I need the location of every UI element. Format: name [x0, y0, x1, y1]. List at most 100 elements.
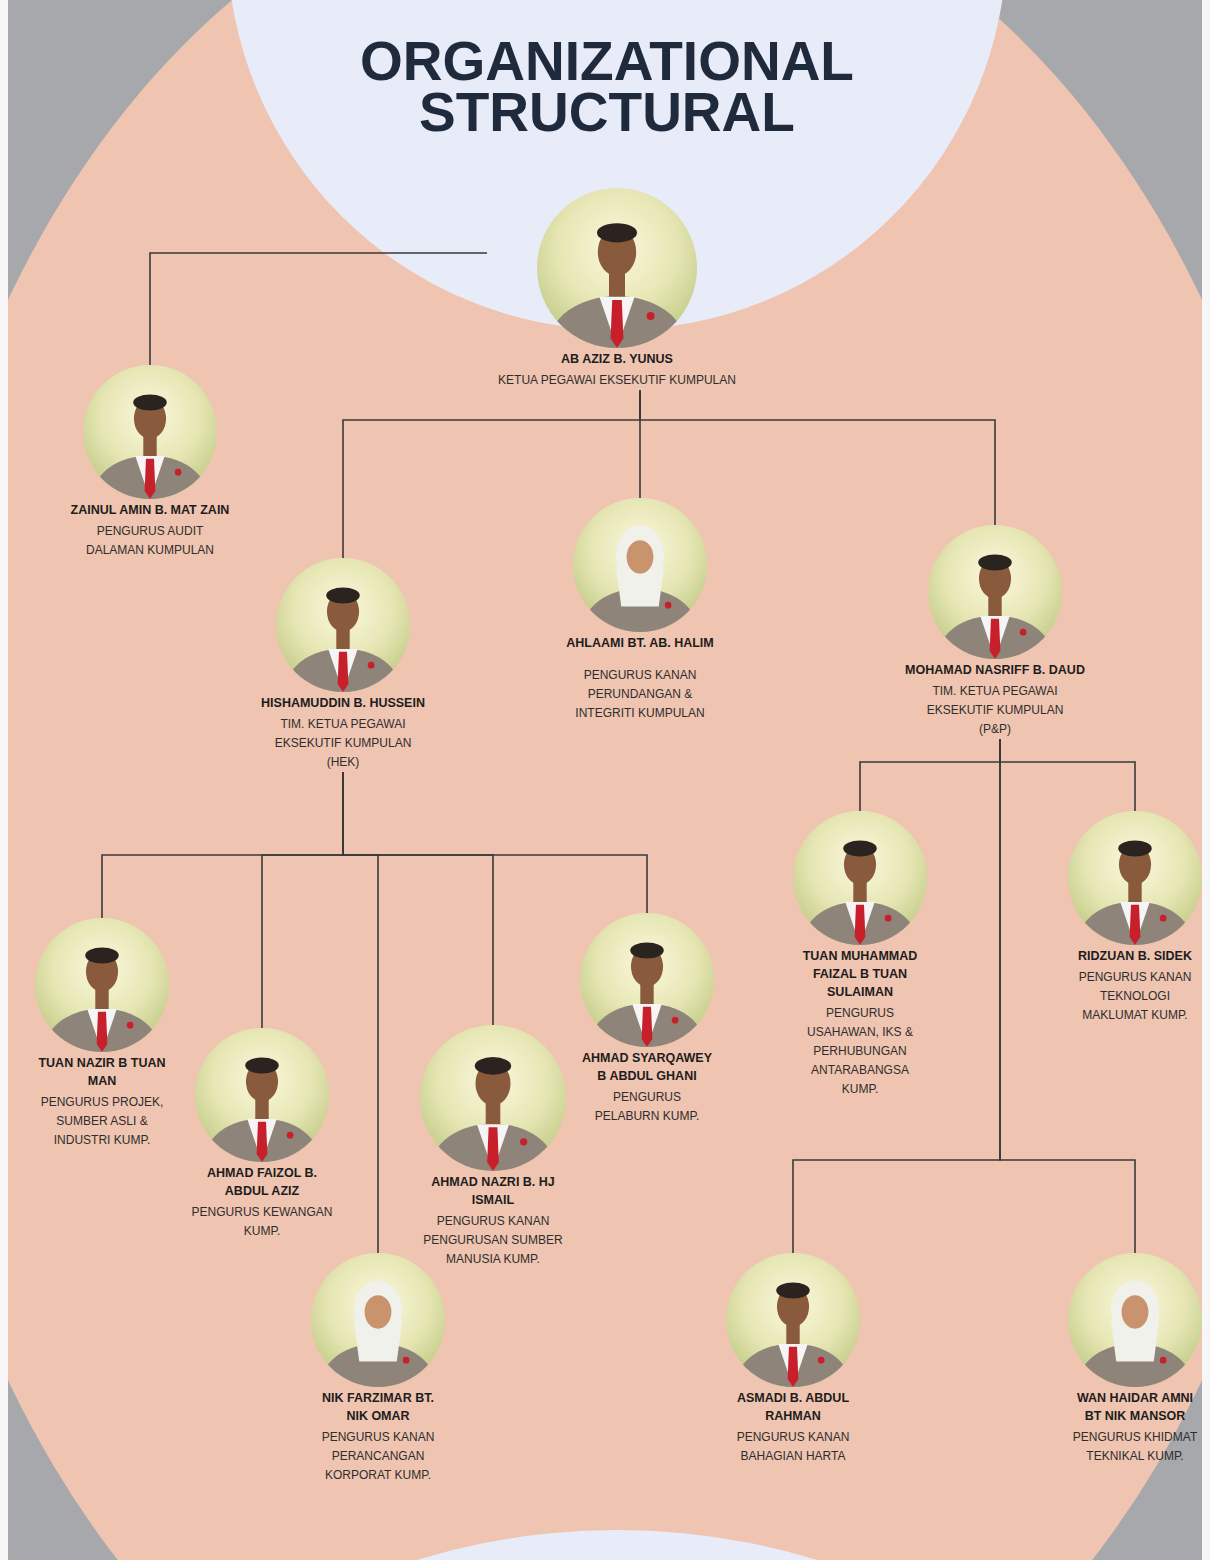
reporting-line [793, 739, 1000, 1253]
member-name: TUAN NAZIR B TUAN MAN [30, 1054, 175, 1090]
reporting-line [640, 390, 995, 525]
title-area: ORGANIZATIONAL STRUCTURAL [257, 36, 957, 138]
portrait-photo [303, 1253, 453, 1387]
portrait-photo [45, 365, 255, 499]
shirt [980, 616, 1009, 659]
member-name: ASMADI B. ABDUL RAHMAN [723, 1389, 863, 1425]
lapel-pin [885, 915, 892, 922]
org-member: TUAN MUHAMMAD FAIZAL B TUAN SULAIMANPENG… [785, 811, 935, 1099]
portrait-figure [938, 554, 1052, 659]
portrait-photo [1065, 1253, 1205, 1387]
suit [803, 901, 917, 945]
member-name: AB AZIZ B. YUNUS [487, 350, 747, 368]
shirt [632, 1004, 661, 1047]
reporting-line [102, 772, 343, 918]
hair [776, 1282, 810, 1298]
org-member: AHMAD NAZRI B. HJ ISMAILPENGURUS KANAN P… [408, 1025, 578, 1269]
hair [597, 223, 637, 242]
page-margin [0, 0, 8, 1560]
shirt [778, 1344, 807, 1387]
member-name: TUAN MUHAMMAD FAIZAL B TUAN SULAIMAN [790, 947, 930, 1001]
org-member: TUAN NAZIR B TUAN MANPENGURUS PROJEK, SU… [17, 918, 187, 1150]
member-position: PENGURUS KHIDMAT TEKNIKAL KUMP. [1068, 1428, 1203, 1466]
lapel-pin [818, 1357, 825, 1364]
shirt [328, 649, 357, 692]
portrait-figure [803, 840, 917, 945]
portrait-photo [17, 918, 187, 1052]
hair [843, 840, 877, 856]
tie [855, 905, 866, 945]
portrait-figure [1078, 840, 1192, 945]
member-position: KETUA PEGAWAI EKSEKUTIF KUMPULAN [487, 371, 747, 390]
portrait-figure [286, 587, 400, 692]
member-name: WAN HAIDAR AMNI BT NIK MANSOR [1070, 1389, 1200, 1425]
shirt [247, 1119, 276, 1162]
portrait-figure [321, 1280, 435, 1387]
reporting-line [343, 772, 493, 1025]
lapel-pin [647, 312, 655, 320]
portrait-photo [785, 811, 935, 945]
reporting-line [860, 739, 1000, 811]
member-position: PENGURUS KEWANGAN KUMP. [187, 1203, 337, 1241]
hair [326, 587, 360, 603]
bottom-disc [0, 1530, 1210, 1560]
member-position: PENGURUS KANAN BAHAGIAN HARTA [723, 1428, 863, 1466]
hair [1118, 840, 1152, 856]
lapel-pin [175, 469, 182, 476]
shirt [87, 1009, 116, 1052]
hair [245, 1057, 279, 1073]
member-name: HISHAMUDDIN B. HUSSEIN [238, 694, 448, 712]
member-position: PENGURUS KANAN PERANCANGAN KORPORAT KUMP… [308, 1428, 448, 1485]
lapel-pin [1160, 915, 1167, 922]
member-position: PENGURUS PROJEK, SUMBER ASLI & INDUSTRI … [35, 1093, 170, 1150]
member-position: PENGURUS KANAN TEKNOLOGI MAKLUMAT KUMP. [1070, 968, 1200, 1025]
member-position: TIM. KETUA PEGAWAI EKSEKUTIF KUMPULAN (P… [923, 682, 1068, 739]
suit [1078, 901, 1192, 945]
reporting-line [150, 253, 487, 365]
lapel-pin [1020, 629, 1027, 636]
member-name: MOHAMAD NASRIFF B. DAUD [885, 661, 1105, 679]
suit [736, 1343, 850, 1387]
shirt [599, 297, 634, 348]
org-member: AHMAD SYARQAWEY B ABDUL GHANIPENGURUS PE… [567, 913, 727, 1126]
tie [97, 1012, 108, 1052]
portrait-figure [431, 1057, 555, 1171]
portrait-figure [590, 942, 704, 1047]
lapel-pin [672, 1017, 679, 1024]
portrait-figure [736, 1282, 850, 1387]
reporting-line [343, 772, 647, 913]
hair [475, 1057, 512, 1075]
reporting-line [343, 772, 378, 1253]
portrait-photo [408, 1025, 578, 1171]
portrait-figure [205, 1057, 319, 1162]
hijab [616, 525, 664, 585]
hair [133, 394, 167, 410]
member-position: PENGURUS AUDIT DALAMAN KUMPULAN [83, 522, 218, 560]
org-member: HISHAMUDDIN B. HUSSEINTIM. KETUA PEGAWAI… [238, 558, 448, 772]
tie [487, 1127, 499, 1171]
member-position: PENGURUS KANAN PENGURUSAN SUMBER MANUSIA… [413, 1212, 573, 1269]
member-name: NIK FARZIMAR BT. NIK OMAR [313, 1389, 443, 1425]
tie [1130, 905, 1141, 945]
tie [642, 1007, 653, 1047]
member-name: AHMAD NAZRI B. HJ ISMAIL [421, 1173, 566, 1209]
portrait-photo [177, 1028, 347, 1162]
org-member: WAN HAIDAR AMNI BT NIK MANSORPENGURUS KH… [1065, 1253, 1205, 1466]
portrait-photo [540, 498, 740, 632]
tie [145, 459, 156, 499]
member-name: AHMAD FAIZOL B. ABDUL AZIZ [190, 1164, 335, 1200]
tie [338, 652, 349, 692]
portrait-photo [238, 558, 448, 692]
org-member: ASMADI B. ABDUL RAHMANPENGURUS KANAN BAH… [713, 1253, 873, 1466]
lapel-pin [368, 662, 375, 669]
portrait-photo [885, 525, 1105, 659]
member-name: RIDZUAN B. SIDEK [1065, 947, 1205, 965]
lapel-pin [665, 602, 672, 609]
portrait-photo [713, 1253, 873, 1387]
member-position: PENGURUS PELABURN KUMP. [587, 1088, 707, 1126]
page-margin [1202, 0, 1210, 1560]
hijab [1111, 1280, 1159, 1340]
shirt [845, 902, 874, 945]
org-member: AHMAD FAIZOL B. ABDUL AZIZPENGURUS KEWAN… [177, 1028, 347, 1241]
